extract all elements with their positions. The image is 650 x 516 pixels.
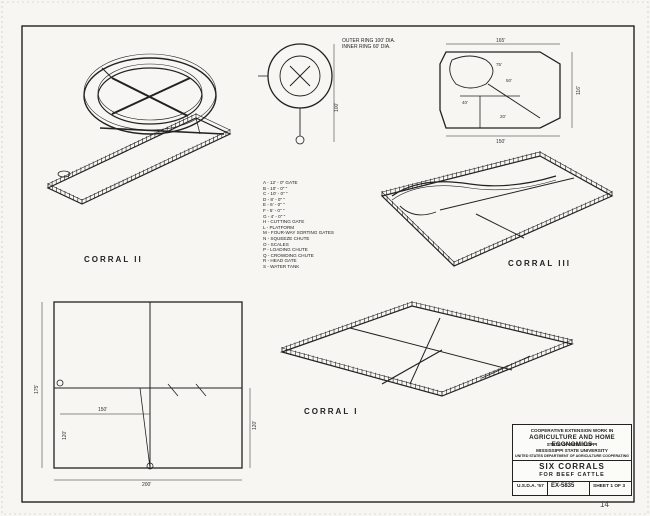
c1-dim-left: 175' bbox=[34, 385, 40, 394]
corral-iii-plan-drawing bbox=[439, 43, 573, 137]
legend-item: D - 8' - 0" " bbox=[263, 196, 286, 202]
circle-note-inner: INNER RING 60' DIA. bbox=[342, 44, 390, 50]
corral-iii-title: CORRAL III bbox=[508, 259, 571, 268]
c3-dim-c: 40' bbox=[462, 100, 468, 105]
c1-dim-bottom: 200' bbox=[142, 482, 151, 488]
tb-subtitle: FOR BEEF CATTLE bbox=[539, 472, 605, 478]
legend-item: O - SCALES bbox=[263, 241, 289, 247]
c3-dim-a: 75' bbox=[496, 62, 502, 67]
tb-sheet-no: SHEET 1 OF 3 bbox=[593, 484, 625, 489]
c3-dim-right: 116' bbox=[576, 86, 582, 95]
tb-line1: COOPERATIVE EXTENSION WORK IN bbox=[530, 428, 614, 433]
sheet-border bbox=[21, 25, 635, 503]
legend-item: M - FOUR-WAY SORTING GATES bbox=[263, 230, 334, 236]
circle-plan-drawing bbox=[258, 43, 335, 145]
legend-item: L - PLATFORM bbox=[263, 224, 295, 230]
c3-dim-top: 165' bbox=[496, 38, 505, 44]
legend-item: Q - CROWDING CHUTE bbox=[263, 252, 314, 258]
corral-ii-drawing bbox=[46, 53, 232, 205]
tb-line3: STATE OF MISSISSIPPI bbox=[546, 442, 598, 447]
fence-posts bbox=[47, 113, 613, 396]
legend-item: N - SQUEEZE CHUTE bbox=[263, 235, 310, 241]
tb-title: SIX CORRALS bbox=[539, 462, 605, 471]
tb-line2: AGRICULTURE AND HOME ECONOMICS bbox=[529, 434, 615, 448]
c1-dim-inner: 120' bbox=[62, 431, 68, 440]
circle-note-outer: OUTER RING 100' DIA. bbox=[342, 38, 395, 44]
tb-line4: MISSISSIPPI STATE UNIVERSITY bbox=[536, 448, 608, 453]
tb-plan-no: EX-5835 bbox=[551, 483, 575, 489]
c1-dim-mid: 150' bbox=[98, 407, 107, 413]
corner-mark: 14 bbox=[600, 500, 609, 509]
c1-dim-right: 120' bbox=[252, 421, 258, 430]
legend-item: H - CUTTING GATE bbox=[263, 219, 305, 225]
tb-line5: UNITED STATES DEPARTMENT OF AGRICULTURE … bbox=[515, 454, 629, 458]
title-block: COOPERATIVE EXTENSION WORK IN AGRICULTUR… bbox=[512, 424, 632, 496]
legend-item: C - 10' - 0" " bbox=[263, 191, 288, 197]
legend-item: S - WATER TANK bbox=[263, 263, 300, 269]
corral-ii-title: CORRAL II bbox=[84, 255, 143, 264]
legend-item: G - 4' - 0" " bbox=[263, 213, 286, 219]
corral-i-title: CORRAL I bbox=[304, 407, 359, 416]
c3-dim-b: 50' bbox=[506, 78, 512, 83]
tb-agency: U.S.D.A. '57 bbox=[517, 484, 544, 489]
legend-item: F - 5' - 0" " bbox=[263, 207, 285, 213]
legend-item: A - 12' - 0" GATE bbox=[263, 180, 298, 185]
legend-item: E - 6' - 0" " bbox=[263, 202, 285, 208]
legend-item: P - LOADING CHUTE bbox=[263, 247, 308, 253]
corral-i-plan-drawing bbox=[41, 301, 251, 481]
legend-item: B - 10' - 0" " bbox=[263, 185, 288, 191]
c3-dim-bottom: 150' bbox=[496, 139, 505, 145]
c3-dim-d: 20' bbox=[500, 114, 506, 119]
legend-item: R - HEAD GATE bbox=[263, 258, 297, 264]
circle-dim-side: 100' bbox=[334, 103, 340, 112]
